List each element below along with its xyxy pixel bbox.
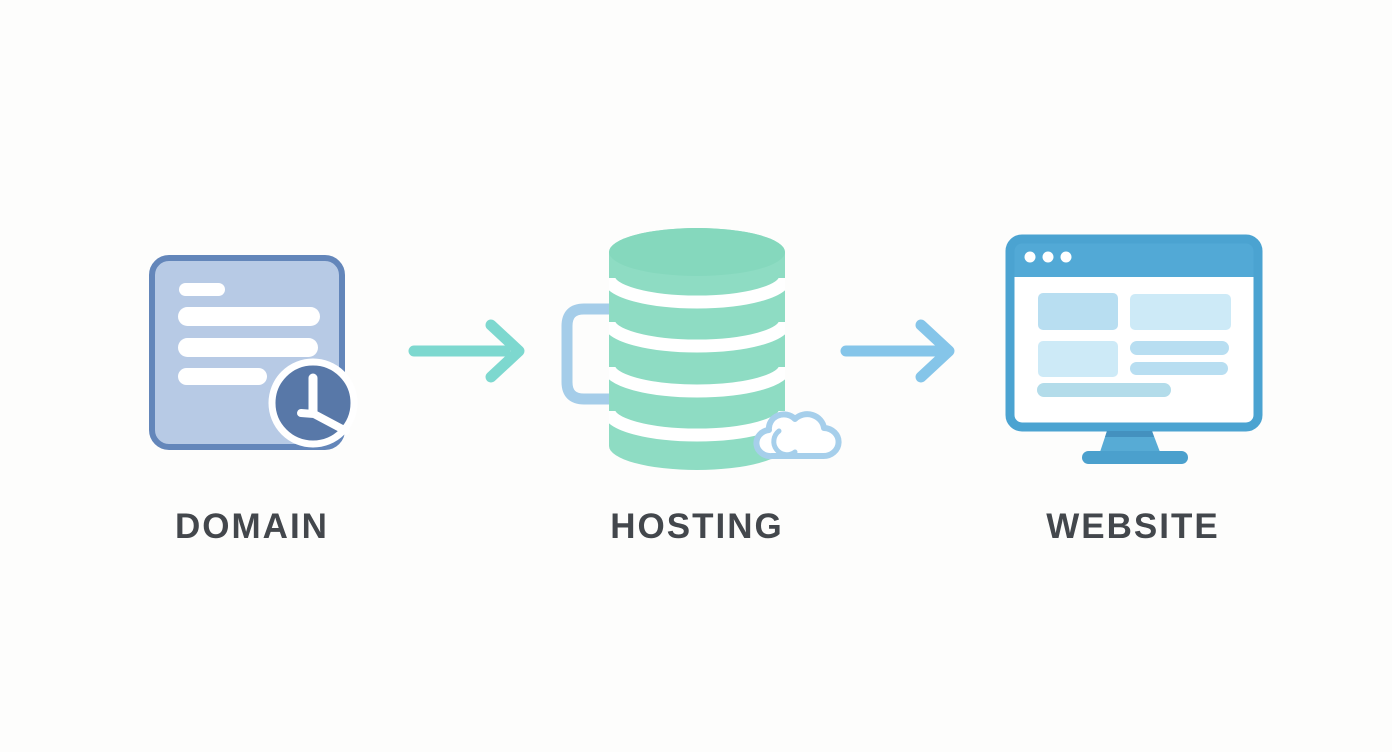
content-bar [1130, 362, 1228, 375]
diagram-node-domain [140, 245, 370, 460]
monitor-stand-base [1082, 451, 1188, 464]
content-block [1130, 294, 1231, 330]
clock-hand-hour [297, 409, 350, 435]
monitor-screen [1010, 239, 1258, 427]
node-label-hosting: HOSTING [610, 507, 784, 546]
database-cloud-icon [561, 228, 842, 470]
window-dot-icon [1024, 251, 1036, 263]
document-line [178, 338, 318, 357]
content-block [1038, 341, 1118, 377]
window-dot-icon [1042, 251, 1054, 263]
content-bar [1037, 383, 1171, 397]
diagram-node-website [995, 225, 1275, 470]
arrow-hosting-to-website [835, 315, 960, 395]
cloud-icon [753, 411, 842, 460]
monitor-top-bar [1010, 239, 1258, 277]
diagram-node-hosting [550, 215, 845, 485]
content-block [1038, 293, 1118, 330]
arrow-domain-to-hosting [405, 315, 530, 395]
document-line [179, 283, 225, 296]
monitor-icon [1005, 234, 1263, 464]
document-clock-icon [149, 255, 358, 450]
arrow-right-icon [408, 319, 525, 383]
bracket-connector [561, 303, 625, 405]
monitor-frame [1005, 234, 1263, 432]
content-bar [1130, 341, 1229, 355]
document-line [178, 307, 320, 326]
monitor-stand-shadow [1105, 431, 1154, 437]
node-label-website: WEBSITE [1046, 507, 1220, 546]
document-line [178, 368, 267, 385]
node-label-domain: DOMAIN [175, 507, 329, 546]
window-dot-icon [1060, 251, 1072, 263]
cloud-inner-line [771, 428, 798, 458]
arrow-right-icon [840, 319, 955, 383]
database-top [609, 228, 785, 276]
